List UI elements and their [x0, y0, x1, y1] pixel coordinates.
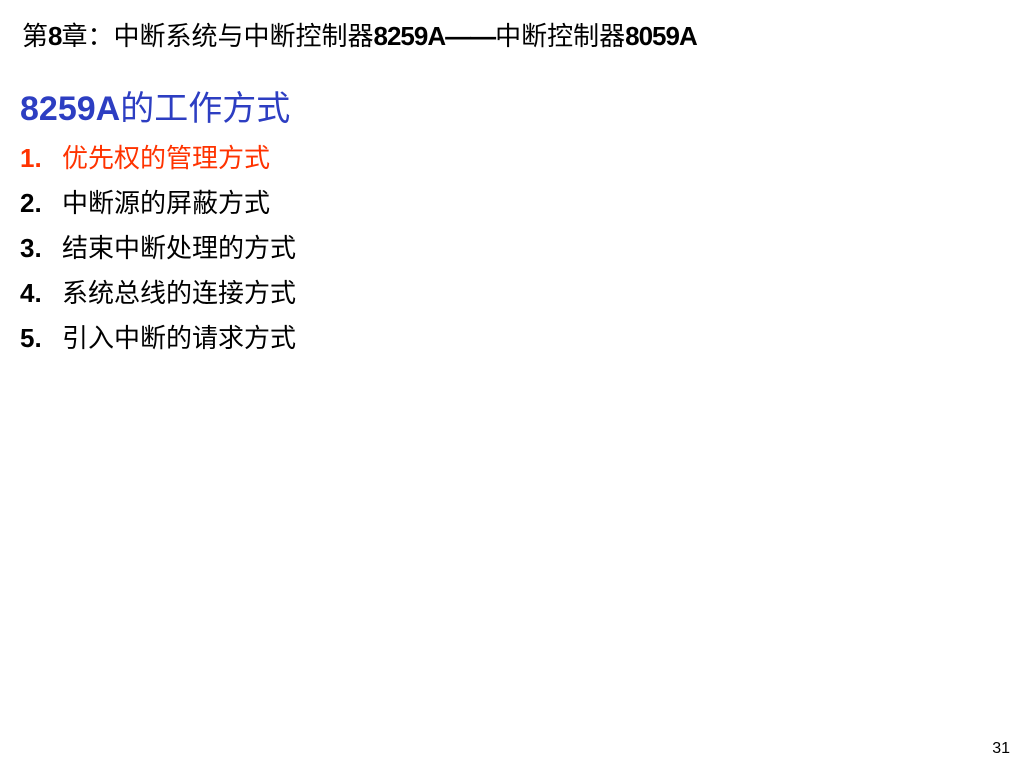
list-item-text: 引入中断的请求方式 [62, 324, 297, 354]
slide-title: 第8章：中断系统与中断控制器8259A——中断控制器8059A [22, 14, 698, 59]
title-dash: —— [445, 21, 496, 51]
list-item: 3. 结束中断处理的方式 [20, 226, 296, 271]
title-prefix: 第 [22, 22, 49, 52]
list-item-text: 系统总线的连接方式 [62, 279, 297, 309]
section-heading: 8259A的工作方式 [20, 84, 290, 134]
title-chapter-number: 8 [48, 21, 63, 51]
title-suffix: 中断控制器 [495, 22, 626, 52]
list-item-number: 5. [20, 323, 42, 353]
list-item-text: 优先权的管理方式 [62, 144, 271, 174]
page-number: 31 [992, 740, 1010, 757]
list-item-number: 3. [20, 233, 42, 263]
list-item-text: 结束中断处理的方式 [62, 234, 297, 264]
list-item: 4. 系统总线的连接方式 [20, 271, 296, 316]
list-item-text: 中断源的屏蔽方式 [62, 189, 271, 219]
section-heading-text: 的工作方式 [120, 89, 291, 129]
title-middle: 章：中断系统与中断控制器 [61, 22, 374, 52]
list-item: 2. 中断源的屏蔽方式 [20, 181, 296, 226]
title-chip2: 8059A [625, 21, 698, 51]
list-item-number: 1. [20, 143, 42, 173]
list-item: 1. 优先权的管理方式 [20, 136, 296, 181]
list-item: 5. 引入中断的请求方式 [20, 316, 296, 361]
title-chip: 8259A [373, 21, 447, 51]
mode-list: 1. 优先权的管理方式 2. 中断源的屏蔽方式 3. 结束中断处理的方式 4. 系统总线… [20, 136, 296, 361]
list-item-number: 4. [20, 278, 42, 308]
list-item-number: 2. [20, 188, 42, 218]
section-heading-chip: 8259A [20, 90, 121, 128]
